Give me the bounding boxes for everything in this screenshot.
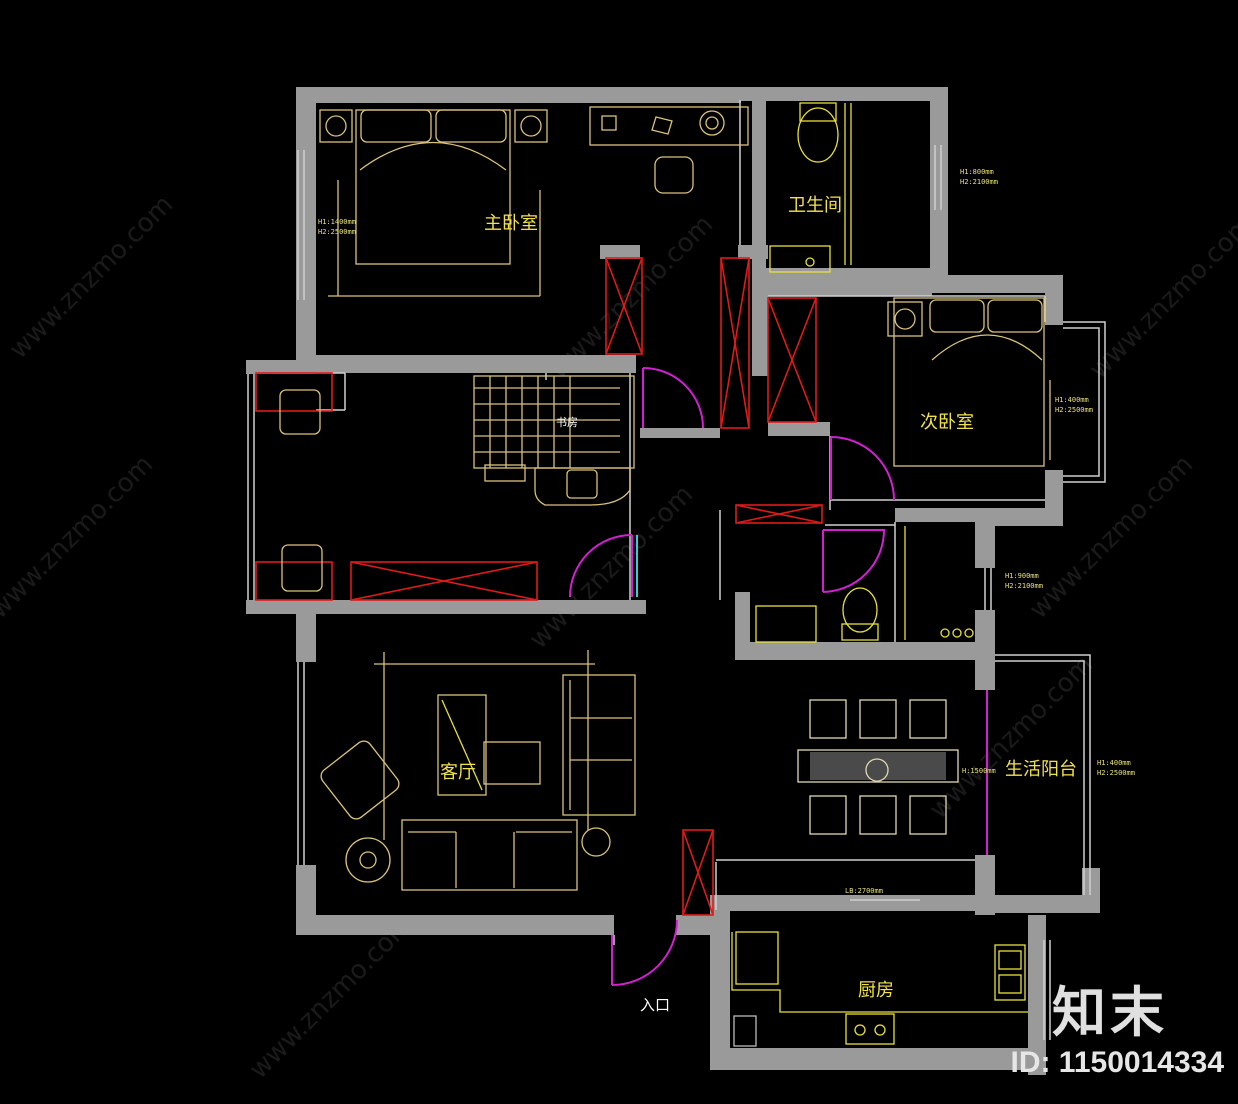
watermark-text: www.znzmo.com (0, 450, 159, 625)
watermark-text: www.znzmo.com (4, 190, 179, 365)
labels: 主卧室 卫生间 次卧室 书房 客厅 生活阳台 厨房 入口 H1:1400mm H… (318, 168, 1135, 1014)
label-living-room: 客厅 (440, 762, 476, 783)
nightstand (514, 109, 548, 143)
dim-bath-h1: H1:800mm (960, 168, 994, 176)
watermark-text: www.znzmo.com (924, 650, 1099, 825)
label-bathroom: 卫生间 (788, 195, 842, 216)
watermark-text: www.znzmo.com (1084, 210, 1238, 385)
dim-bath-h2: H2:2100mm (960, 178, 998, 186)
dim-master-h1: H1:1400mm (318, 218, 356, 226)
watermark-id: ID: 1150014334 (1010, 1046, 1224, 1079)
dim-hall-h1: H1:900mm (1005, 572, 1039, 580)
watermark-brand: 知末 (1052, 981, 1168, 1044)
study-chair (281, 544, 323, 592)
desk (589, 106, 749, 146)
kitchen-counter (731, 931, 1028, 1047)
dim-second-h1: H1:400mm (1055, 396, 1089, 404)
doors (569, 367, 988, 986)
study-chair (279, 389, 321, 435)
dining-set (797, 699, 959, 835)
walls (246, 87, 1100, 1075)
dim-second-h2: H2:2500mm (1055, 406, 1093, 414)
nightstand (319, 109, 353, 143)
sofa-set (320, 650, 636, 891)
label-kitchen: 厨房 (858, 980, 894, 1001)
label-master-bedroom: 主卧室 (484, 213, 538, 234)
watermark-text: www.znzmo.com (244, 910, 419, 1085)
label-laundry-balcony: 生活阳台 (1005, 759, 1077, 780)
study-tatami (473, 375, 635, 506)
dim-balcony-h1: H1:400mm (1097, 759, 1131, 767)
dim-master-h2: H2:2500mm (318, 228, 356, 236)
dim-dining: H:1500mm (962, 767, 996, 775)
desk-chair (654, 156, 694, 194)
master-bed (328, 109, 541, 297)
label-entrance: 入口 (640, 996, 670, 1014)
dim-hall-h2: H2:2100mm (1005, 582, 1043, 590)
watermark-text: www.znzmo.com (524, 480, 699, 655)
wardrobes (255, 257, 823, 916)
dim-kitchen-beam: LB:2700mm (845, 887, 883, 895)
furniture (279, 102, 1051, 1047)
label-second-bedroom: 次卧室 (920, 412, 974, 433)
dim-balcony-h2: H2:2500mm (1097, 769, 1135, 777)
label-study: 书房 (556, 416, 578, 429)
second-bed (887, 297, 1051, 467)
